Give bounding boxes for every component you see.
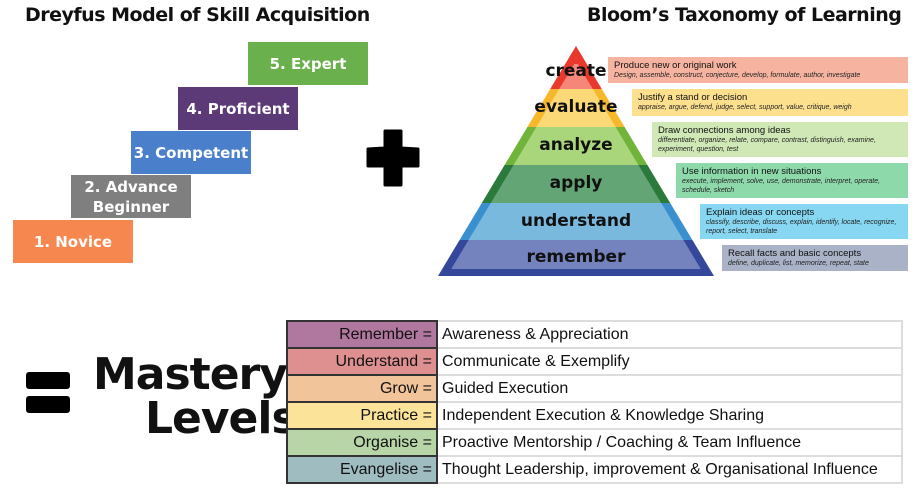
plus-icon bbox=[366, 129, 420, 187]
description-heading: Use information in new situations bbox=[682, 166, 822, 177]
pyramid-layer-fill bbox=[559, 64, 593, 89]
description-verbs: execute, implement, solve, use, demonstr… bbox=[682, 178, 881, 194]
mastery-heading-line2: Levels bbox=[145, 393, 298, 444]
mastery-level-key: Remember = bbox=[286, 320, 438, 349]
dreyfus-step: 4. Proficient bbox=[178, 87, 298, 130]
equals-icon bbox=[26, 372, 70, 413]
bloom-title: Bloom’s Taxonomy of Learning bbox=[587, 4, 902, 26]
mastery-level-key: Organise = bbox=[286, 428, 438, 457]
mastery-row: Organise =Proactive Mentorship / Coachin… bbox=[286, 428, 903, 457]
mastery-row: Evangelise =Thought Leadership, improvem… bbox=[286, 455, 903, 484]
mastery-row: Practice =Independent Execution & Knowle… bbox=[286, 401, 903, 430]
pyramid-layer-fill bbox=[468, 203, 684, 240]
pyramid-layer-fill bbox=[536, 89, 616, 127]
mastery-row: Grow =Guided Execution bbox=[286, 374, 903, 403]
mastery-level-description: Guided Execution bbox=[436, 374, 903, 403]
description-heading: Recall facts and basic concepts bbox=[728, 248, 862, 259]
dreyfus-step: 1. Novice bbox=[13, 220, 133, 263]
mastery-level-description: Proactive Mentorship / Coaching & Team I… bbox=[436, 428, 903, 457]
mastery-level-description: Thought Leadership, improvement & Organi… bbox=[436, 455, 903, 484]
mastery-level-key: Evangelise = bbox=[286, 455, 438, 484]
mastery-heading-line1: Mastery bbox=[93, 349, 288, 400]
pyramid-layer-fill bbox=[490, 165, 662, 203]
pyramid-label: remember bbox=[526, 247, 626, 267]
dreyfus-step: 2. Advance Beginner bbox=[71, 175, 191, 218]
pyramid-layer-fill bbox=[451, 240, 701, 269]
pyramid-label: apply bbox=[549, 173, 603, 193]
bloom-pyramid bbox=[438, 46, 714, 276]
mastery-level-key: Grow = bbox=[286, 374, 438, 403]
description-heading: Draw connections among ideas bbox=[658, 125, 791, 136]
description-heading: Produce new or original work bbox=[614, 60, 737, 71]
dreyfus-step: 5. Expert bbox=[248, 42, 368, 85]
mastery-level-key: Understand = bbox=[286, 347, 438, 376]
pyramid-label: understand bbox=[520, 210, 632, 231]
mastery-level-description: Communicate & Exemplify bbox=[436, 347, 903, 376]
pyramid-label: create bbox=[545, 60, 607, 81]
mastery-level-description: Awareness & Appreciation bbox=[436, 320, 903, 349]
mastery-row: Understand =Communicate & Exemplify bbox=[286, 347, 903, 376]
description-verbs: differentiate, organize, relate, compare… bbox=[658, 137, 876, 153]
mastery-level-description: Independent Execution & Knowledge Sharin… bbox=[436, 401, 903, 430]
pyramid-layer-fill bbox=[513, 127, 639, 165]
mastery-level-key: Practice = bbox=[286, 401, 438, 430]
mastery-row: Remember =Awareness & Appreciation bbox=[286, 320, 903, 349]
description-verbs: define, duplicate, list, memorize, repea… bbox=[728, 260, 869, 267]
description-heading: Explain ideas or concepts bbox=[706, 207, 815, 218]
pyramid-label: evaluate bbox=[534, 97, 618, 117]
description-verbs: classify, describe, discuss, explain, id… bbox=[706, 219, 897, 235]
dreyfus-step: 3. Competent bbox=[131, 131, 251, 174]
dreyfus-title: Dreyfus Model of Skill Acquisition bbox=[25, 4, 370, 26]
description-verbs: appraise, argue, defend, judge, select, … bbox=[638, 104, 852, 111]
pyramid-label: analyze bbox=[539, 135, 613, 155]
description-heading: Justify a stand or decision bbox=[638, 92, 748, 103]
description-verbs: Design, assemble, construct, conjecture,… bbox=[614, 72, 861, 79]
